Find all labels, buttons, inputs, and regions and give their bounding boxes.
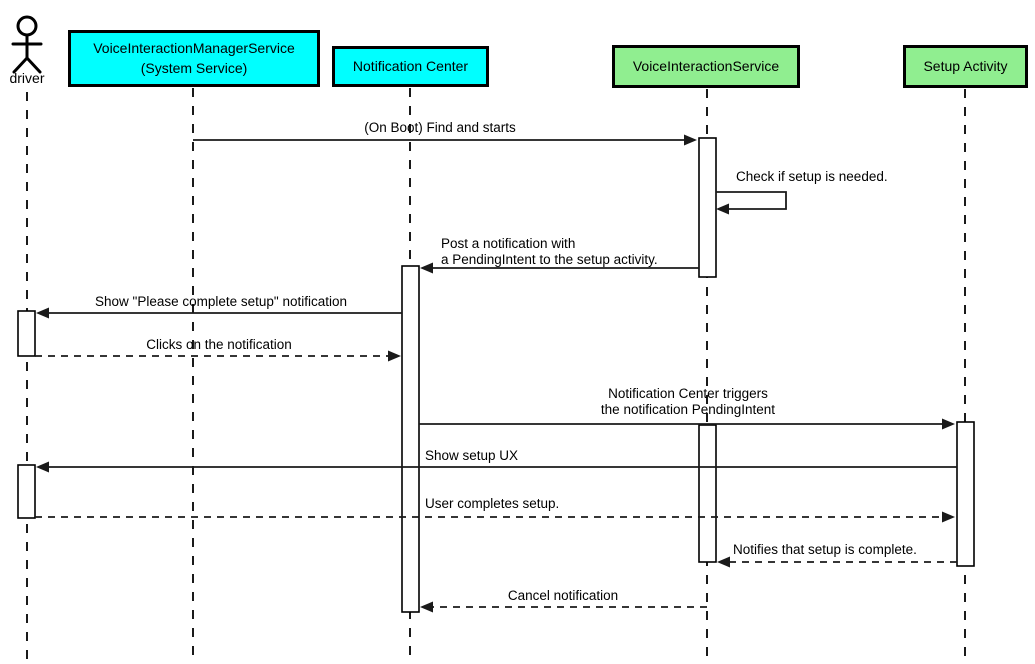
message-label-m1: (On Boot) Find and starts	[364, 120, 516, 135]
arrowhead-m5	[388, 350, 401, 362]
arrowhead-m1	[684, 134, 697, 146]
activation-bar-driver-1	[17, 464, 36, 519]
message-label-m10: Cancel notification	[508, 588, 618, 603]
arrowhead-m8	[942, 511, 955, 523]
message-label-m8: User completes setup.	[425, 496, 559, 511]
message-label2-m3: a PendingIntent to the setup activity.	[441, 252, 658, 267]
participant-vis: VoiceInteractionService	[612, 45, 800, 88]
activation-bars-group	[17, 137, 975, 613]
participants-group: driver VoiceInteractionManagerService (Sys…	[9, 15, 1028, 88]
message-m1[interactable]: (On Boot) Find and starts	[193, 120, 697, 146]
message-label-m6: Notification Center triggers	[608, 386, 768, 401]
message-m8[interactable]: User completes setup.	[35, 496, 955, 523]
message-label-m4: Show "Please complete setup" notificatio…	[95, 294, 347, 309]
participant-setup: Setup Activity	[903, 45, 1028, 88]
actor-leg-right-icon	[25, 56, 42, 74]
actor-label-driver: driver	[9, 70, 44, 86]
activation-bar-vis-3	[698, 137, 717, 278]
participant-label-setup: Setup Activity	[923, 58, 1007, 74]
activation-bar-driver-0	[17, 310, 36, 357]
participant-box-notif	[332, 46, 489, 87]
participant-sublabel-vims: (System Service)	[141, 60, 248, 76]
message-m4[interactable]: Show "Please complete setup" notificatio…	[36, 294, 402, 319]
participant-box-setup	[903, 45, 1028, 88]
actor-head-icon	[16, 15, 38, 37]
message-label-m9: Notifies that setup is complete.	[733, 542, 917, 557]
arrowhead-m2	[716, 203, 729, 215]
message-label-m3: Post a notification with	[441, 236, 575, 251]
activation-bar-setup-5	[956, 421, 975, 567]
arrowhead-m6	[942, 418, 955, 430]
participant-notif: Notification Center	[332, 46, 489, 87]
message-label-m7: Show setup UX	[425, 448, 518, 463]
arrowhead-m4	[36, 307, 49, 319]
message-label-m5: Clicks on the notification	[146, 337, 292, 352]
self-call-path-m2	[716, 191, 787, 210]
message-m10[interactable]: Cancel notification	[420, 588, 707, 613]
participant-vims: VoiceInteractionManagerService (System Se…	[68, 30, 320, 87]
message-m5[interactable]: Clicks on the notification	[35, 337, 401, 362]
arrowhead-m10	[420, 601, 433, 613]
actor-driver: driver	[9, 15, 45, 86]
participant-box-vis	[612, 45, 800, 88]
actor-leg-left-icon	[12, 56, 29, 74]
participant-label-notif: Notification Center	[353, 58, 469, 74]
arrowhead-m7	[36, 461, 49, 473]
message-label2-m6: the notification PendingIntent	[601, 402, 775, 417]
message-m7[interactable]: Show setup UX	[36, 448, 957, 473]
participant-box-vims	[68, 30, 320, 87]
arrowhead-m3	[420, 262, 433, 274]
participant-label-vis: VoiceInteractionService	[633, 58, 780, 74]
activation-bar-notif-2	[401, 265, 420, 613]
activation-bar-vis-4	[698, 424, 717, 563]
arrowhead-m9	[717, 556, 730, 568]
message-m2[interactable]: Check if setup is needed.	[716, 169, 888, 215]
participant-label-vims: VoiceInteractionManagerService	[93, 40, 295, 56]
message-label-m2: Check if setup is needed.	[736, 169, 888, 184]
message-m9[interactable]: Notifies that setup is complete.	[717, 542, 957, 568]
